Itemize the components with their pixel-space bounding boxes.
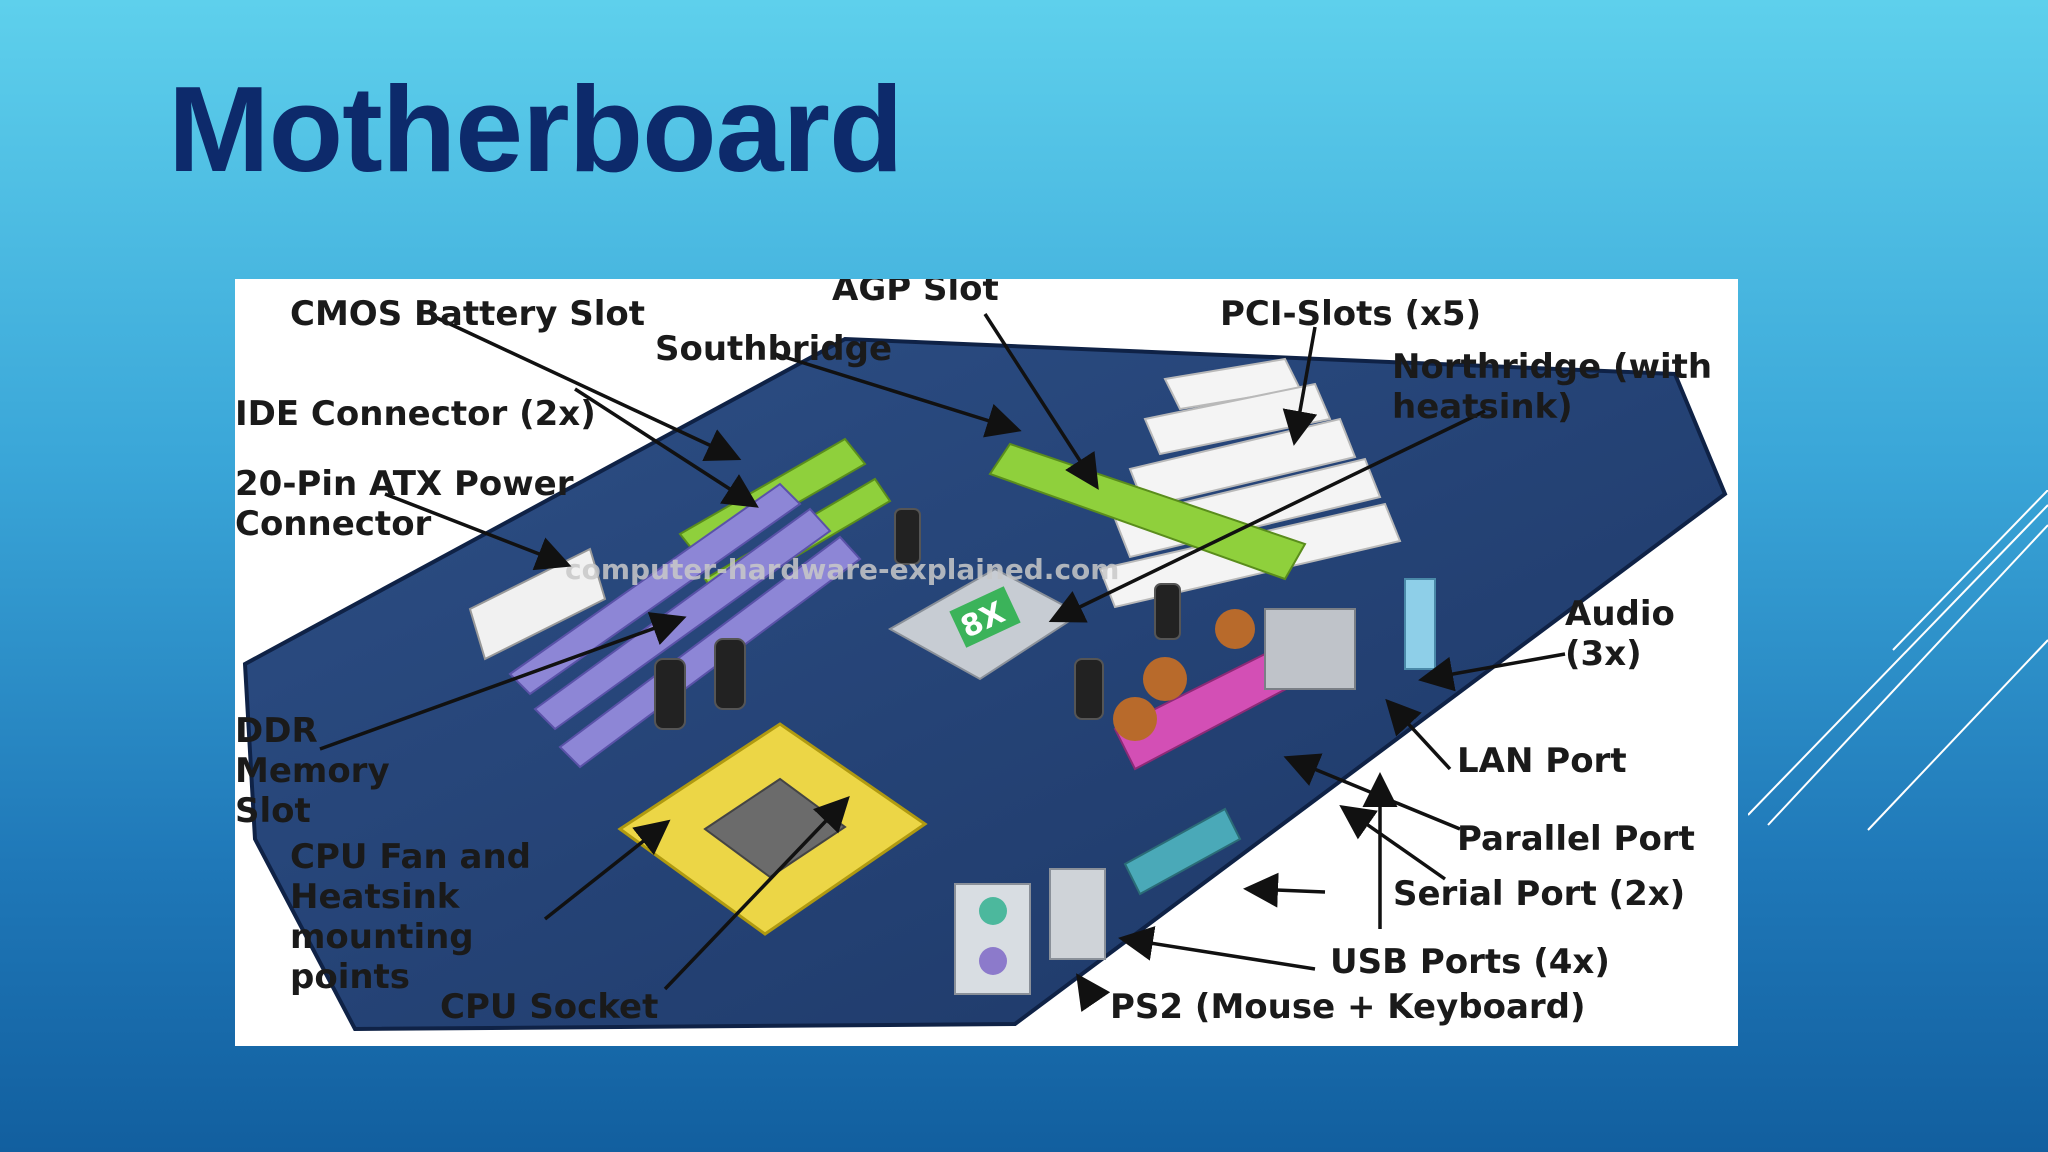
coils — [1113, 609, 1255, 741]
label-cpu-fan-heatsink: CPU Fan and Heatsink mounting points — [290, 837, 532, 997]
usb-port-shape — [1049, 868, 1106, 960]
label-usb-ports: USB Ports (4x) — [1330, 942, 1610, 982]
label-ddr-memory-slot: DDR Memory Slot — [235, 711, 390, 831]
motherboard-illustration: 8X computer-hardware-explained.com — [242, 313, 1728, 1032]
label-southbridge: Southbridge — [655, 329, 893, 369]
serial-port-shape — [1123, 807, 1242, 896]
leader-arrows — [319, 313, 1566, 1012]
label-agp-slot: AGP Slot — [832, 279, 999, 309]
label-parallel-port: Parallel Port — [1457, 819, 1695, 859]
audio-jack-shape — [1404, 578, 1436, 670]
capacitors — [654, 508, 1181, 730]
label-pci-slots: PCI-Slots (x5) — [1220, 294, 1482, 334]
label-atx-power-connector: 20-Pin ATX Power Connector — [235, 464, 574, 544]
label-lan-port: LAN Port — [1457, 741, 1627, 781]
watermark: computer-hardware-explained.com — [565, 553, 1119, 586]
label-ide-connector: IDE Connector (2x) — [235, 394, 596, 434]
label-serial-port: Serial Port (2x) — [1393, 874, 1686, 914]
label-ps2: PS2 (Mouse + Keyboard) — [1110, 987, 1586, 1027]
label-northbridge: Northridge (with heatsink) — [1392, 347, 1713, 427]
label-cmos-battery-slot: CMOS Battery Slot — [290, 294, 645, 334]
motherboard-diagram: 8X computer-hardware-explained.com — [235, 279, 1738, 1046]
decorative-lines — [1748, 490, 2048, 831]
label-cpu-socket: CPU Socket — [440, 987, 659, 1027]
slide-title: Motherboard — [168, 61, 904, 197]
label-audio: Audio (3x) — [1565, 594, 1675, 674]
lan-port-shape — [1264, 608, 1356, 690]
